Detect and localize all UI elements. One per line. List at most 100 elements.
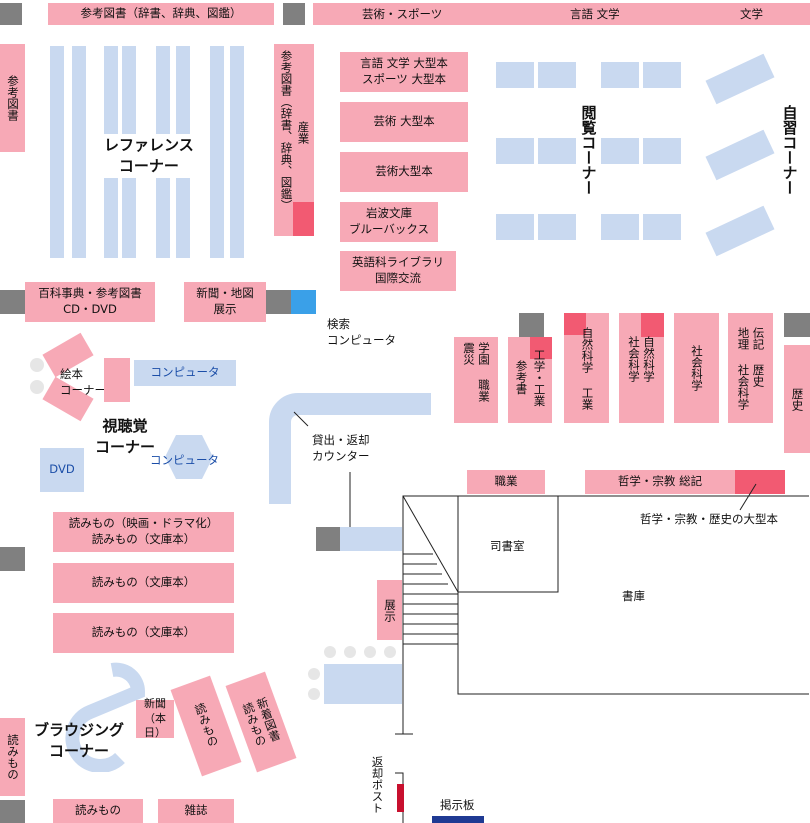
pillar bbox=[266, 290, 291, 314]
desk bbox=[601, 62, 639, 88]
stool bbox=[364, 646, 376, 658]
dvd-desk[interactable]: DVD bbox=[40, 448, 84, 492]
label-language-literature: 言語 文学 bbox=[570, 7, 620, 21]
desk bbox=[538, 214, 576, 240]
desk bbox=[496, 138, 534, 164]
label-reference-books: 参考書 bbox=[514, 359, 529, 395]
shelf-left-reading: 読みもの bbox=[0, 718, 25, 796]
label-social-science: 自然科学 社会科学 bbox=[627, 336, 656, 382]
area-reading-corner: 閲覧コーナー bbox=[579, 105, 598, 195]
desk bbox=[643, 62, 681, 88]
pillar bbox=[283, 3, 305, 25]
label-engineering: 工学・工業 bbox=[532, 349, 547, 407]
computer-desk-1[interactable]: コンピュータ bbox=[134, 360, 236, 386]
label-computer-2[interactable]: コンピュータ bbox=[150, 453, 219, 467]
shelf-philosophy: 哲学・宗教 総記 bbox=[585, 470, 735, 494]
shelf-top-reference: 参考図書（辞書、辞典、図鑑） bbox=[48, 3, 274, 25]
shelf-arts-large2: 芸術大型本 bbox=[340, 152, 468, 192]
large-book-marker bbox=[564, 313, 586, 335]
stool bbox=[30, 358, 44, 372]
study-desk bbox=[705, 53, 775, 105]
callout-search-computer: 検索 コンピュータ bbox=[327, 317, 396, 348]
stacks-outline bbox=[395, 495, 809, 823]
return-post[interactable] bbox=[397, 784, 404, 812]
service-counter bbox=[269, 393, 431, 504]
shelf-reading-bunko-2: 読みもの（文庫本） bbox=[53, 613, 234, 653]
large-book-marker bbox=[641, 313, 664, 337]
shelf-social-science-2: 社会科学 bbox=[674, 313, 719, 423]
bulletin-board bbox=[432, 816, 484, 823]
shelf-bottom-reading: 読みもの bbox=[53, 799, 143, 823]
label-picture-corner: コーナー bbox=[60, 383, 106, 397]
pillar bbox=[316, 527, 340, 551]
pillar bbox=[0, 3, 22, 25]
area-browsing-corner: ブラウジング コーナー bbox=[34, 721, 125, 760]
shelf-stack bbox=[230, 46, 244, 258]
pillar bbox=[519, 313, 544, 337]
table bbox=[324, 664, 402, 704]
shelf-top-arts-literature bbox=[313, 3, 810, 25]
desk bbox=[538, 62, 576, 88]
label-bulletin: 掲示板 bbox=[440, 798, 475, 812]
shelf-reading-bunko-1: 読みもの（文庫本） bbox=[53, 563, 234, 603]
study-desk bbox=[705, 129, 775, 181]
search-computer-icon[interactable] bbox=[291, 290, 316, 314]
shelf-english-library: 英語科ライブラリ 国際交流 bbox=[340, 251, 456, 291]
shelf-newspaper-map: 新聞・地図 展示 bbox=[184, 282, 266, 322]
area-study-corner: 自習コーナー bbox=[780, 105, 799, 195]
pillar bbox=[784, 313, 810, 337]
shelf-magazines: 雑誌 bbox=[158, 799, 234, 823]
shelf-iwanami: 岩波文庫 ブルーバックス bbox=[340, 202, 438, 242]
stool bbox=[30, 380, 44, 394]
area-reference-corner: レファレンス コーナー bbox=[100, 134, 198, 178]
shelf-exhibit: 展示 bbox=[377, 580, 402, 640]
label-mid-reference: 参考図書（辞書、辞典、図鑑） bbox=[279, 50, 294, 211]
desk bbox=[496, 214, 534, 240]
pillar bbox=[0, 800, 25, 823]
shelf-stack bbox=[72, 46, 86, 258]
shelf-stack bbox=[210, 46, 224, 258]
stool bbox=[384, 646, 396, 658]
pillar bbox=[0, 290, 25, 314]
shelf-history: 歴史 bbox=[784, 345, 810, 453]
stool bbox=[308, 688, 320, 700]
shelf-geo-history: 伝記 歴史 地理 社会科学 bbox=[728, 313, 773, 423]
browsing-curved-sofa bbox=[65, 662, 145, 772]
stool bbox=[344, 646, 356, 658]
desk bbox=[643, 214, 681, 240]
desk bbox=[496, 62, 534, 88]
area-av-corner: 視聴覚 コーナー bbox=[95, 417, 156, 456]
stool bbox=[324, 646, 336, 658]
shelf-newspaper-today: 新聞 （本日） bbox=[136, 697, 174, 739]
label-arts-sports: 芸術・スポーツ bbox=[362, 7, 443, 21]
counter-desk bbox=[340, 527, 402, 551]
stool bbox=[308, 668, 320, 680]
desk bbox=[601, 214, 639, 240]
shelf-left-reference: 参考図書 bbox=[0, 44, 25, 152]
desk bbox=[601, 138, 639, 164]
large-book-marker bbox=[530, 337, 552, 359]
shelf-arts-large: 芸術 大型本 bbox=[340, 102, 468, 142]
computer-hex-table bbox=[165, 435, 213, 479]
callout-line bbox=[739, 483, 757, 511]
pillar bbox=[0, 547, 25, 571]
area-librarian-room: 司書室 bbox=[490, 539, 525, 553]
label-natural-science: 自然科学 工業 bbox=[580, 326, 595, 410]
desk bbox=[643, 138, 681, 164]
label-return-post: 返却ポスト bbox=[370, 756, 385, 814]
study-desk bbox=[705, 205, 775, 257]
label-literature: 文学 bbox=[740, 7, 763, 21]
shelf-encyclopedia: 百科事典・参考図書 CD・DVD bbox=[25, 282, 155, 322]
shelf-lang-lit-large: 言語 文学 大型本 スポーツ 大型本 bbox=[340, 52, 468, 92]
shelf-school-jobs bbox=[454, 337, 498, 423]
label-picture-books: 絵本 bbox=[60, 367, 83, 381]
callout-large-books: 哲学・宗教・歴史の大型本 bbox=[640, 512, 778, 526]
desk bbox=[538, 138, 576, 164]
shelf-jobs: 職業 bbox=[467, 470, 545, 494]
callout-line bbox=[293, 411, 351, 536]
shelf-philosophy-large bbox=[735, 470, 785, 494]
label-school-jobs: 学園 職業 震災 bbox=[462, 342, 491, 402]
picture-book-rack bbox=[104, 358, 130, 402]
shelf-reading-film: 読みもの（映画・ドラマ化） 読みもの（文庫本） bbox=[53, 512, 234, 552]
